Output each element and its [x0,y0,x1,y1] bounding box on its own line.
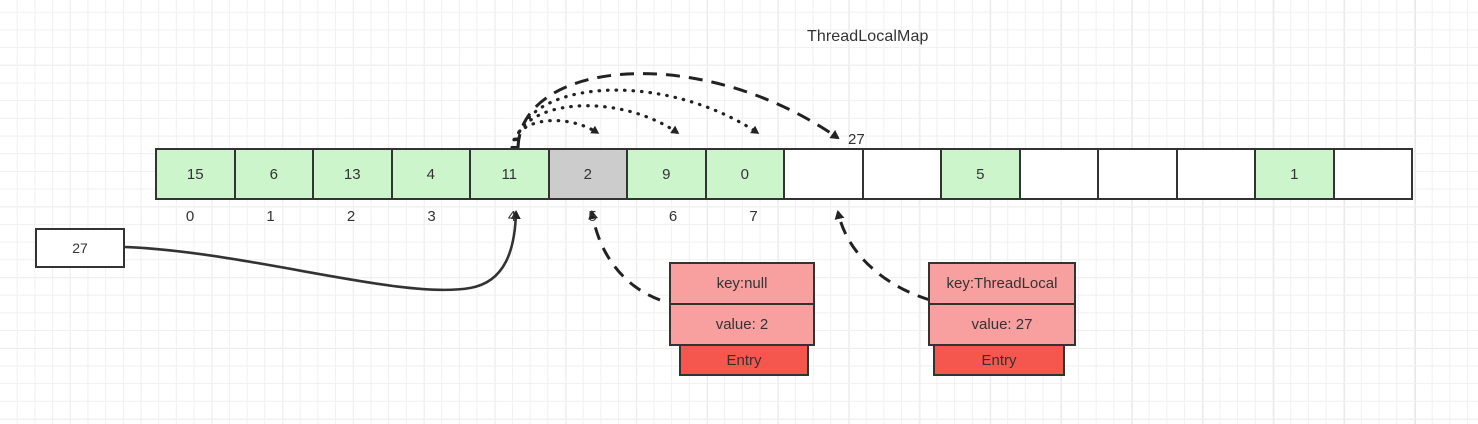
array-cell-value: 6 [269,165,278,183]
array-cell-2: 13 [312,148,393,200]
probe-arc-to-index6 [512,104,680,150]
array-cell-9 [861,148,942,200]
entry-null-link-to-index5 [588,210,661,302]
probe-arc-to-index5 [510,119,600,150]
entry-key-row: key:null [669,262,815,305]
insert-value-label: 27 [848,131,865,148]
input-value-box: 27 [35,228,125,268]
array-cell-10: 5 [940,148,1021,200]
array-cell-value: 11 [501,165,518,183]
entry-value-row: value: 2 [669,303,815,346]
array-cell-14: 1 [1254,148,1335,200]
array-cell-1: 6 [233,148,314,200]
array-cell-5: 2 [547,148,628,200]
threadlocalmap-array: 15 6 13 4 11 2 9 0 5 1 [155,148,1413,200]
entry-threadlocal-link-to-index8 [834,210,931,302]
array-index-4: 4 [507,208,517,225]
array-cell-4: 11 [469,148,550,200]
array-index-7: 7 [749,208,758,225]
array-cell-value: 2 [583,165,592,183]
array-cell-15 [1332,148,1413,200]
array-cell-3: 4 [390,148,471,200]
array-cell-11 [1018,148,1099,200]
array-cell-6: 9 [626,148,707,200]
entry-value-row: value: 27 [928,303,1076,346]
array-index-6: 6 [668,208,678,225]
probe-arc-to-index8 [516,72,840,149]
array-index-0: 0 [185,208,195,225]
array-index-3: 3 [427,208,436,225]
entry-type-label: Entry [933,344,1065,376]
entry-card-threadlocal: key:ThreadLocal value: 27 Entry [928,262,1076,376]
probe-arc-to-index7 [514,88,760,150]
array-cell-value: 5 [976,165,985,183]
array-cell-12 [1097,148,1178,200]
array-cell-8 [783,148,864,200]
array-index-2: 2 [346,208,356,225]
array-index-1: 1 [266,208,275,225]
array-cell-value: 15 [186,165,204,183]
hash-curve-to-index4 [124,210,521,292]
array-cell-value: 13 [343,165,361,183]
entry-type-label: Entry [679,344,809,376]
array-cell-7: 0 [704,148,785,200]
array-cell-value: 0 [740,165,749,183]
array-index-5: 5 [588,208,597,225]
array-cell-value: 4 [426,165,435,183]
array-cell-0: 15 [155,148,236,200]
array-cell-value: 1 [1290,165,1299,183]
entry-key-row: key:ThreadLocal [928,262,1076,305]
array-cell-value: 9 [662,165,671,183]
diagram-title: ThreadLocalMap [807,28,929,45]
entry-card-null: key:null value: 2 Entry [669,262,815,376]
array-cell-13 [1175,148,1256,200]
input-value-text: 27 [72,240,88,256]
